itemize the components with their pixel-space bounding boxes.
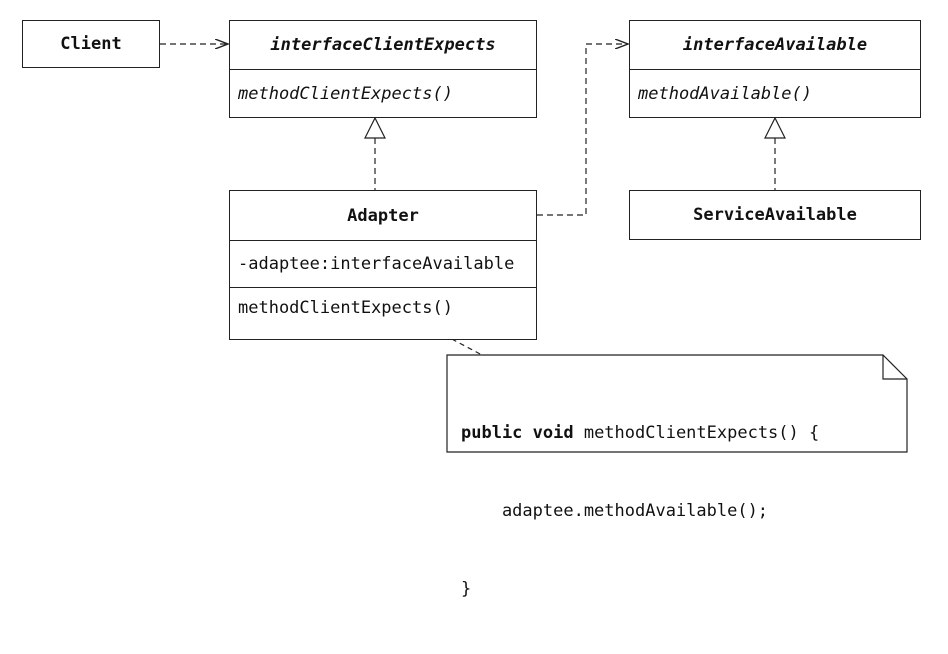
note-fold (882, 355, 907, 380)
interface-client-expects-name: interfaceClientExpects (270, 35, 496, 55)
note-keywords: public void (461, 423, 574, 443)
note-line-3: } (461, 579, 472, 599)
adapter-class-name: Adapter (347, 205, 419, 226)
service-available-class-name: ServiceAvailable (693, 205, 857, 225)
adapter-attribute: -adaptee:interfaceAvailable (230, 240, 536, 287)
client-class: Client (22, 20, 160, 68)
uml-class-diagram: Client interfaceClientExpects methodClie… (22, 20, 921, 599)
interface-client-expects-method: methodClientExpects() (230, 69, 536, 117)
interface-available: interfaceAvailable methodAvailable() (629, 20, 921, 118)
note-line-2: adaptee.methodAvailable(); (461, 501, 769, 521)
client-class-name: Client (60, 34, 122, 54)
adapter-realization-triangle (364, 116, 386, 139)
interface-available-method: methodAvailable() (630, 69, 920, 117)
service-realization-triangle (764, 116, 786, 139)
service-available-class: ServiceAvailable (629, 190, 921, 240)
interface-client-expects: interfaceClientExpects methodClientExpec… (229, 20, 537, 118)
note-shape (446, 354, 908, 453)
note-line-1: public void methodClientExpects() { (461, 420, 819, 446)
adapter-method: methodClientExpects() (230, 287, 536, 339)
note-signature: methodClientExpects() { (573, 423, 820, 443)
interface-available-name: interfaceAvailable (682, 35, 868, 55)
adapter-class: Adapter -adaptee:interfaceAvailable meth… (229, 190, 537, 340)
adapter-dependency-arrow (537, 44, 628, 216)
code-note: public void methodClientExpects() { adap… (461, 368, 819, 654)
